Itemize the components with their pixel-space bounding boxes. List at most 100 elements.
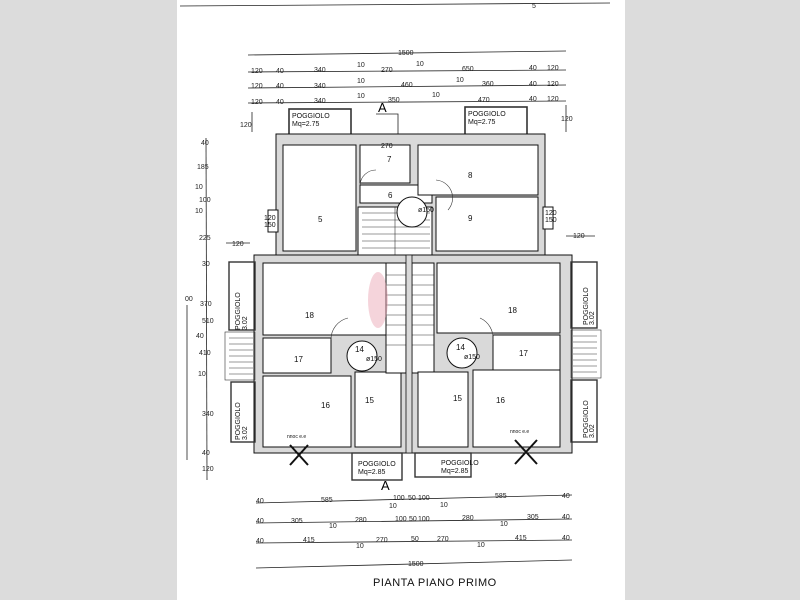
- dim-total-top: 1500: [398, 50, 414, 57]
- balcony-bottom-right: POGGIOLO Mq=2.85: [414, 452, 479, 478]
- label-bottom_dims-row1-3: 100: [393, 495, 405, 502]
- label-bottom_dims-row1-0: 40: [256, 498, 264, 505]
- label-lower_rooms-r14: 14: [456, 343, 465, 352]
- label-bottom_dims-row2-2: 10: [329, 523, 337, 530]
- label-top_dims-row3-0: 120: [251, 99, 263, 106]
- label-lower_rooms-r15: 15: [453, 394, 462, 403]
- label-top_dims-row1-0: 120: [251, 68, 263, 75]
- label-bottom_dims-row2-8: 10: [500, 521, 508, 528]
- label-top_dims-row2-6: 360: [482, 81, 494, 88]
- label-bottom_dims-row1-5: 100: [418, 495, 430, 502]
- label-bottom_dims-row3-8: 40: [562, 535, 570, 542]
- label-bottom_dims-row1-7: 585: [495, 493, 507, 500]
- stair-circle-upper: [396, 196, 428, 228]
- label-top_dims-row1-3: 10: [357, 62, 365, 69]
- label-top_dims-row2-0: 120: [251, 83, 263, 90]
- label-top_dims-row2-7: 40: [529, 81, 537, 88]
- dim-total-bottom: 1500: [408, 561, 424, 568]
- room-16-right: [472, 369, 561, 448]
- label-balconies-label: POGGIOLO: [235, 292, 242, 330]
- room-18-right: [436, 262, 561, 334]
- label-bottom_dims-row3-2: 10: [356, 543, 364, 550]
- label-bottom_dims-row1-8: 40: [562, 493, 570, 500]
- room-5: [282, 144, 357, 252]
- room-15-right: [417, 371, 469, 448]
- label-lower_rooms-r15: 15: [365, 396, 374, 405]
- stair-circle-right: [446, 337, 478, 369]
- label-upper_rooms-stair_circle: ø150: [418, 207, 434, 214]
- label-left_dims-0: 40: [201, 140, 209, 147]
- label-balconies-side_area: 3.02: [589, 311, 596, 325]
- label-bottom_dims-row2-1: 305: [291, 518, 303, 525]
- balcony-side-right: POGGIOLO 3.02 POGGIOLO 3.02: [570, 261, 602, 443]
- label-top_dims-row3-8: 120: [547, 96, 559, 103]
- label-balconies-label: POGGIOLO: [292, 113, 330, 120]
- label-bottom_dims-row1-1: 585: [321, 497, 333, 504]
- drawing-title: PIANTA PIANO PRIMO: [373, 577, 497, 589]
- room-18-left: [262, 262, 387, 336]
- label-upper_rooms-r5: 5: [318, 215, 323, 224]
- window-label: 120: [264, 215, 276, 222]
- label-upper_rooms-r8: 8: [468, 171, 473, 180]
- label-left_dims-5: 225: [199, 235, 211, 242]
- label-balconies-label: POGGIOLO: [583, 400, 590, 438]
- stair-circle-left: [346, 340, 378, 372]
- room-15-left: [354, 371, 402, 448]
- label-bottom_dims-row3-6: 10: [477, 542, 485, 549]
- label-top_dims-row2-5: 10: [456, 77, 464, 84]
- dim-top-right: 120: [561, 116, 573, 123]
- label-side_dims-mid_right: 120: [573, 233, 585, 240]
- label-bottom_dims-row3-3: 270: [376, 537, 388, 544]
- label-bottom_dims-row3-1: 415: [303, 537, 315, 544]
- label-lower_rooms-r18: 18: [305, 311, 314, 320]
- dim-top-left: 120: [240, 122, 252, 129]
- label-balconies-bottom_right_area: Mq=2.85: [441, 468, 469, 475]
- label-balconies-side_area: 3.02: [589, 424, 596, 438]
- label-lower_rooms-circle: ø150: [366, 356, 382, 363]
- label-side_dims-mid_left: 120: [232, 241, 244, 248]
- label-top_dims-row3-3: 10: [357, 93, 365, 100]
- label-top_dims-row2-3: 10: [357, 78, 365, 85]
- label-upper_rooms-r7: 7: [387, 155, 392, 164]
- label-lower_rooms-r14: 14: [355, 345, 364, 354]
- label-top_dims-row1-1: 40: [276, 68, 284, 75]
- label-left_dims-9: 40: [196, 333, 204, 340]
- label-top_dims-row2-4: 460: [401, 82, 413, 89]
- label-left_dims-10: 410: [199, 350, 211, 357]
- balcony-bottom-left: POGGIOLO Mq=2.85: [351, 452, 403, 481]
- label-top_dims-row1-8: 120: [547, 65, 559, 72]
- balcony-top-left: POGGIOLO Mq=2.75: [288, 108, 352, 138]
- label-bottom_dims-row2-7: 280: [462, 515, 474, 522]
- stair-left: [385, 262, 407, 374]
- label-bottom_dims-row2-3: 280: [355, 517, 367, 524]
- label-top_dims-row3-6: 470: [478, 97, 490, 104]
- sheet-mark: 5: [532, 3, 536, 10]
- room-9: [435, 196, 539, 252]
- label-side_dims-far_left: 00: [185, 296, 193, 303]
- label-left_dims-1: 185: [197, 164, 209, 171]
- label-left_dims-12: 340: [202, 411, 214, 418]
- stair-right: [411, 262, 435, 374]
- label-windows-b: 150: [545, 217, 557, 224]
- label-top_dims-row1-2: 340: [314, 67, 326, 74]
- label-bottom_dims-row2-4: 100: [395, 516, 407, 523]
- label-lower_rooms-r16: 16: [496, 396, 505, 405]
- section-marker-top: A: [378, 100, 387, 115]
- upper-block: 5 6 7 8 9 ø150 270 120 150 120 150: [264, 133, 557, 258]
- label-left_dims-3: 100: [199, 197, 211, 204]
- label-balconies-label: POGGIOLO: [235, 402, 242, 440]
- label-top_dims-row1-5: 10: [416, 61, 424, 68]
- label-balconies-top_right_area: Mq=2.75: [468, 119, 496, 126]
- label-left_dims-4: 10: [195, 208, 203, 215]
- label-left_dims-13: 40: [202, 450, 210, 457]
- label-top_dims-row3-1: 40: [276, 99, 284, 106]
- label-annotations-note: nnoc e.e: [510, 429, 529, 435]
- room-16-left: [262, 375, 352, 448]
- label-top_dims-row1-7: 40: [529, 65, 537, 72]
- label-lower_rooms-r17: 17: [519, 349, 528, 358]
- sheet-border-line: [179, 2, 611, 7]
- label-lower_rooms-circle: ø150: [464, 354, 480, 361]
- label-balconies-label: POGGIOLO: [441, 460, 479, 467]
- label-windows-a: 120: [545, 210, 557, 217]
- label-annotations-note: nnoc e.e: [287, 434, 306, 440]
